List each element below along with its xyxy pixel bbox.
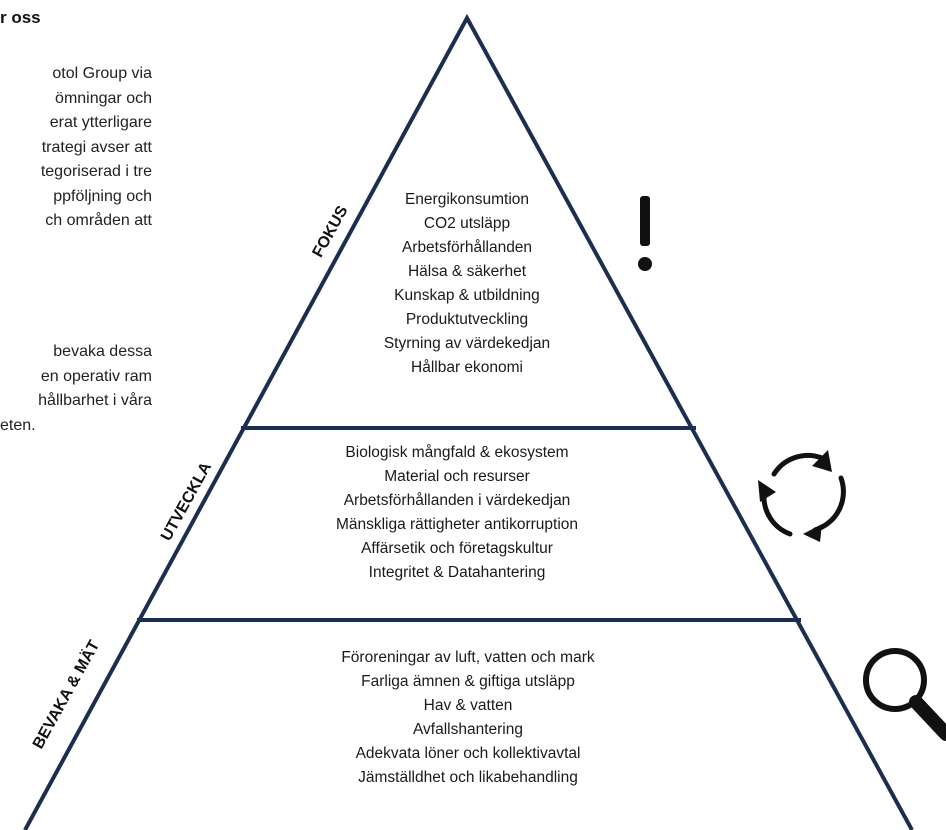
- list-item: Energikonsumtion: [404, 191, 530, 208]
- utveckla-tier-list: Biologisk mångfald & ekosystem Material …: [292, 441, 622, 585]
- paragraph-line: ömningar och: [55, 89, 152, 107]
- fokus-tier-list: Energikonsumtion CO2 utsläpp Arbetsförhå…: [342, 188, 592, 380]
- paragraph-line: ppföljning och: [53, 187, 152, 205]
- list-item: Affärsetik och företagskultur: [361, 540, 553, 557]
- list-item: Produktutveckling: [405, 311, 529, 328]
- intro-paragraph: otol Group via ömningar och erat ytterli…: [0, 62, 152, 234]
- paragraph-line: trategi avser att: [41, 138, 152, 156]
- paragraph-line: bevaka dessa: [53, 343, 152, 360]
- bevaka-tier-list: Föroreningar av luft, vatten och mark Fa…: [298, 646, 638, 790]
- paragraph-line: ch områden att: [45, 212, 152, 229]
- paragraph-line: tegoriserad i tre: [40, 163, 152, 180]
- list-item: Material och resurser: [384, 468, 530, 485]
- paragraph-line: en operativ ram: [40, 367, 152, 385]
- list-item: Arbetsförhållanden i värdekedjan: [343, 492, 571, 509]
- list-item: Jämställdhet och likabehandling: [358, 769, 578, 786]
- paragraph-line: eten.: [0, 416, 36, 434]
- list-item: CO2 utsläpp: [423, 215, 511, 232]
- exclamation-icon: [638, 196, 652, 271]
- list-item: Biologisk mångfald & ekosystem: [345, 444, 569, 461]
- list-item: Integritet & Datahantering: [368, 564, 546, 581]
- list-item: Avfallshantering: [412, 721, 523, 738]
- list-item: Farliga ämnen & giftiga utsläpp: [361, 673, 575, 690]
- list-item: Föroreningar av luft, vatten och mark: [341, 649, 595, 666]
- paragraph-line: otol Group via: [52, 65, 152, 82]
- list-item: Styrning av värdekedjan: [383, 335, 551, 352]
- list-item: Hållbar ekonomi: [411, 359, 523, 376]
- list-item: Hälsa & säkerhet: [407, 263, 527, 280]
- pyramid-outline: [23, 13, 914, 830]
- paragraph-line: erat ytterligare: [49, 114, 152, 131]
- list-item: Adekvata löner och kollektivavtal: [355, 745, 581, 762]
- list-item: Mänskliga rättigheter antikorruption: [335, 516, 579, 533]
- section-heading: r oss: [0, 8, 41, 27]
- list-item: Arbetsförhållanden: [401, 239, 533, 256]
- list-item: Kunskap & utbildning: [394, 287, 540, 304]
- list-item: Hav & vatten: [423, 697, 513, 714]
- cycle-arrows-icon: [758, 450, 846, 542]
- second-paragraph: bevaka dessa en operativ ram hållbarhet …: [0, 340, 152, 438]
- paragraph-line: hållbarhet i våra: [38, 392, 152, 409]
- magnifier-icon: [863, 648, 946, 741]
